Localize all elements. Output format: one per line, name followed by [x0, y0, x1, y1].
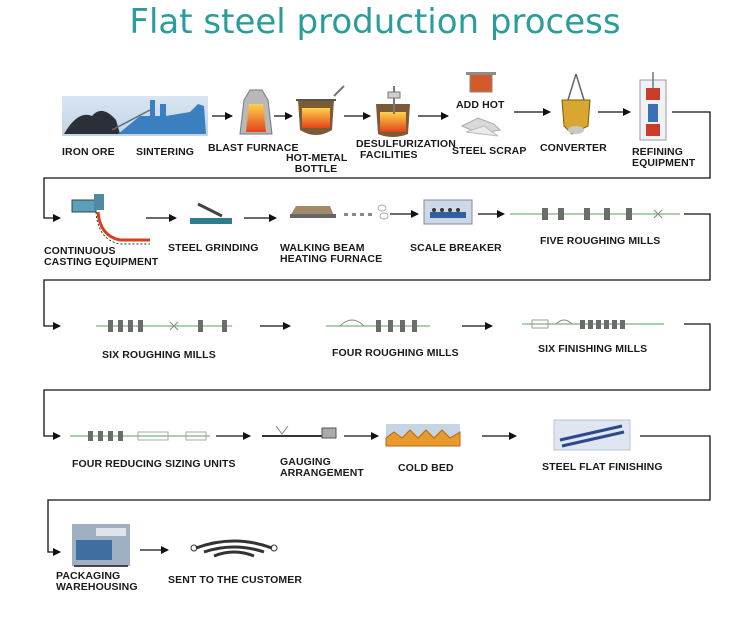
- label-iron-ore: IRON ORE: [62, 146, 115, 158]
- label-steel-scrap: STEEL SCRAP: [452, 145, 527, 157]
- label-four-reducing-sizing-units: FOUR REDUCING SIZING UNITS: [72, 458, 236, 470]
- label-four-roughing-mills: FOUR ROUGHING MILLS: [332, 347, 459, 359]
- add-hot-scrap-image: [460, 72, 502, 137]
- label-blast-furnace: BLAST FURNACE: [208, 142, 299, 154]
- four-reducing-sizing-image: [70, 431, 210, 441]
- row1-arrows: [212, 108, 631, 120]
- converter-image: [561, 73, 591, 135]
- iron-ore-sintering-image: [62, 96, 208, 136]
- steel-grinding-image: [190, 202, 232, 224]
- label-five-roughing-mills: FIVE ROUGHING MILLS: [540, 235, 661, 247]
- packaging-warehousing-image: [72, 524, 130, 567]
- label-scale-breaker: SCALE BREAKER: [410, 242, 502, 254]
- connector-row3-row4: [43, 323, 711, 440]
- connector-row2-row3: [43, 213, 711, 330]
- connector-row1-row2: [43, 111, 711, 222]
- label-steel-grinding: STEEL GRINDING: [168, 242, 259, 254]
- walking-beam-image: [290, 204, 389, 220]
- page-title: Flat steel production process: [129, 2, 621, 42]
- steel-flat-finishing-image: [553, 419, 631, 451]
- gauging-arrangement-image: [262, 425, 337, 439]
- hot-metal-bottle-image: [296, 85, 345, 135]
- label-six-roughing-mills: SIX ROUGHING MILLS: [102, 349, 216, 361]
- six-finishing-mills-image: [522, 319, 664, 329]
- label-sintering: SINTERING: [136, 146, 195, 158]
- blast-furnace-image: [239, 89, 273, 135]
- four-roughing-mills-image: [326, 319, 430, 332]
- label-six-finishing-mills: SIX FINISHING MILLS: [538, 343, 648, 355]
- leaf-spring-image: [190, 539, 278, 558]
- five-roughing-mills-image: [510, 208, 680, 220]
- continuous-casting-image: [71, 194, 150, 245]
- cold-bed-image: [385, 424, 461, 447]
- scale-breaker-image: [423, 199, 473, 225]
- label-steel-flat-finishing: STEEL FLAT FINISHING: [542, 461, 663, 473]
- refining-equipment-image: [639, 72, 667, 141]
- desulfurization-image: [376, 86, 410, 137]
- connector-row4-row5: [47, 435, 711, 556]
- row2-arrows: [146, 210, 505, 222]
- label-add-hot: ADD HOT: [456, 99, 505, 111]
- label-converter: CONVERTER: [540, 142, 607, 154]
- label-sent-to-customer: SENT TO THE CUSTOMER: [168, 574, 303, 586]
- six-roughing-mills-image: [96, 320, 232, 332]
- label-cold-bed: COLD BED: [398, 462, 454, 474]
